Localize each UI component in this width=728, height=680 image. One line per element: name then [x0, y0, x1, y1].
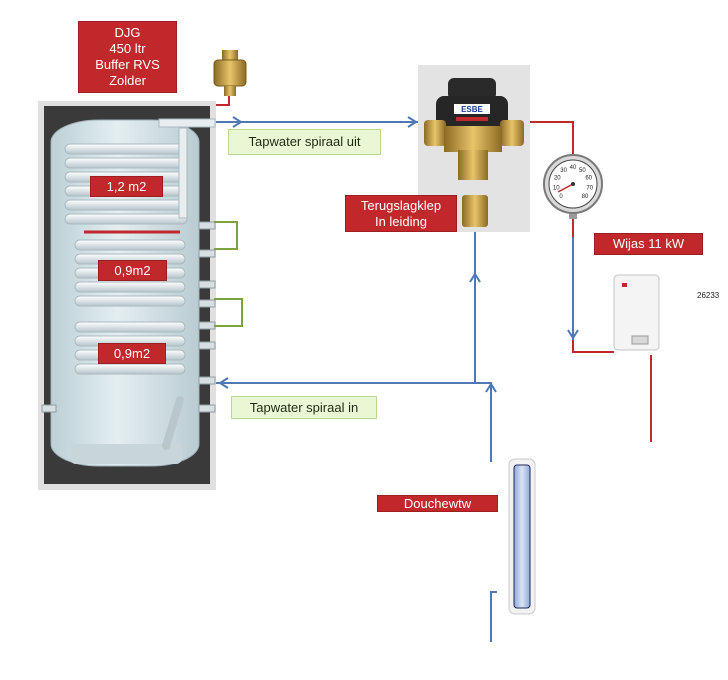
heater-label: Wijas 11 kW: [594, 233, 703, 255]
tank-title-label: DJG 450 ltr Buffer RVS Zolder: [78, 21, 177, 93]
gauge-tick-label: 40: [570, 165, 577, 171]
gauge-tick-label: 10: [553, 185, 560, 191]
spiral-in-label: Tapwater spiraal in: [231, 396, 377, 419]
loop-connection-upper: [214, 221, 238, 250]
valve-brand-plate: [454, 104, 490, 114]
gauge-tick-label: 20: [554, 176, 561, 182]
flow-arrows: [218, 116, 579, 393]
shower-label: Douchewtw: [377, 495, 498, 512]
valve-knob: [448, 78, 496, 100]
air-vent: [213, 50, 247, 96]
valve-brand-text: ESBE: [461, 105, 483, 114]
gauge-tick-label: 50: [579, 168, 586, 174]
buffer-tank: [38, 101, 216, 490]
tank-side-connections: [41, 221, 216, 413]
heater-model-code: 26233: [697, 291, 720, 300]
shower-heat-exchanger: [508, 458, 536, 615]
coil-middle-area-label: 0,9m2: [98, 260, 167, 281]
spiral-out-label: Tapwater spiraal uit: [228, 129, 381, 155]
check-valve-label: Terugslagklep In leiding: [345, 195, 457, 232]
loop-connection-lower: [214, 298, 243, 327]
gauge-tick-label: 80: [582, 194, 589, 200]
gauge-tick-label: 60: [585, 176, 592, 182]
coil-bottom-area-label: 0,9m2: [98, 343, 166, 364]
gauge-tick-label: 30: [560, 168, 567, 174]
tank-base: [70, 444, 182, 464]
coil-top-area-label: 1,2 m2: [90, 176, 163, 197]
electric-heater: [613, 274, 660, 351]
gauge-tick-label: 70: [586, 185, 593, 191]
gauge-tick-label: 0: [559, 194, 563, 200]
check-valve-fitting: [462, 195, 488, 227]
